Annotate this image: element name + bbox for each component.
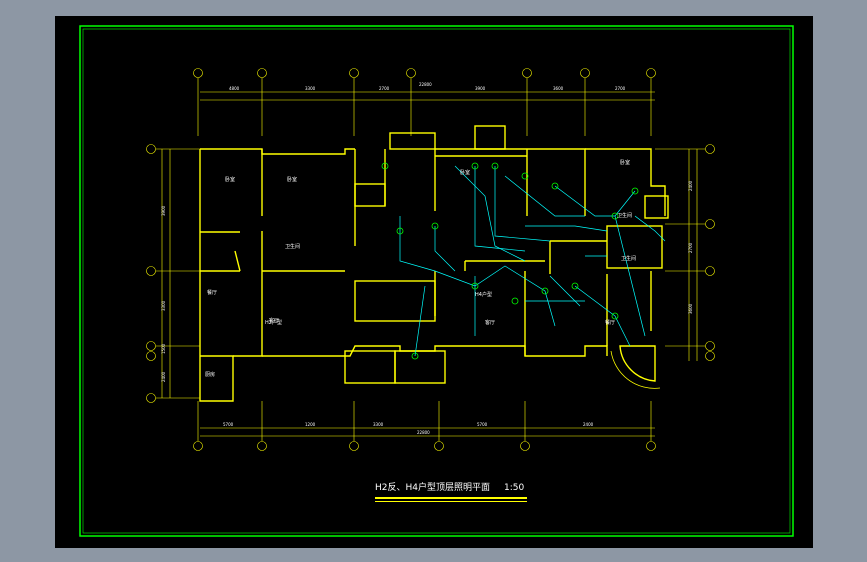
dim-bottom-3: 3300 [373, 422, 384, 427]
dim-top-5: 3600 [553, 86, 564, 91]
outer-frame [79, 25, 794, 537]
dim-left-3: 1500 [161, 343, 166, 354]
dim-top-1: 4800 [229, 86, 240, 91]
dim-right-2: 2700 [688, 242, 693, 253]
dim-top-total: 22800 [419, 82, 432, 87]
dim-bottom-2: 1200 [305, 422, 316, 427]
drawing-sheet[interactable]: 4800 3300 2700 3900 3600 2700 22800 [55, 16, 813, 548]
room-label: 卧室 [620, 159, 630, 166]
dim-bottom-total: 22800 [417, 430, 430, 435]
right-dimension-chain [655, 144, 715, 361]
floor-plan: 4800 3300 2700 3900 3600 2700 22800 [79, 25, 794, 537]
caption-underline-thin [375, 501, 527, 502]
room-label: 卧室 [460, 169, 470, 176]
fixtures [381, 162, 639, 360]
left-dimension-chain [146, 144, 200, 403]
dim-right-1: 2400 [688, 180, 693, 191]
bottom-dimension-chain [193, 401, 656, 451]
dim-bottom-1: 5700 [223, 422, 234, 427]
dim-bottom-5: 2400 [583, 422, 594, 427]
room-label: 卫生间 [285, 243, 300, 250]
room-label: 卧室 [225, 176, 235, 183]
room-label: 厨房 [205, 371, 215, 378]
unit-label: H2户型 [265, 319, 282, 326]
room-label: 卫生间 [617, 212, 632, 219]
room-label: 餐厅 [207, 289, 217, 296]
dim-bottom-4: 5700 [477, 422, 488, 427]
dim-top-2: 3300 [305, 86, 316, 91]
room-label: 餐厅 [605, 319, 615, 326]
walls [199, 125, 669, 402]
bay-window [619, 345, 656, 382]
caption-underline [375, 497, 527, 499]
dim-right-3: 3600 [688, 303, 693, 314]
room-label: 卫生间 [621, 255, 636, 262]
drawing-scale: 1:50 [504, 483, 525, 493]
wiring [399, 165, 666, 357]
dim-left-1: 3900 [161, 205, 166, 216]
dim-top-3: 2700 [379, 86, 390, 91]
room-label: 卧室 [287, 176, 297, 183]
dim-top-6: 2700 [615, 86, 626, 91]
dim-left-4: 2400 [161, 371, 166, 382]
dim-top-4: 3900 [475, 86, 486, 91]
dim-left-2: 3300 [161, 300, 166, 311]
bay-window-outer [610, 350, 661, 389]
inner-frame [82, 28, 791, 534]
drawing-caption: H2反、H4户型顶层照明平面 1:50 [375, 480, 535, 496]
unit-label: H4户型 [475, 291, 492, 298]
room-label: 客厅 [269, 317, 279, 324]
top-dimension-chain [193, 68, 656, 136]
drawing-title: H2反、H4户型顶层照明平面 [375, 483, 490, 493]
room-label: 客厅 [485, 319, 495, 326]
